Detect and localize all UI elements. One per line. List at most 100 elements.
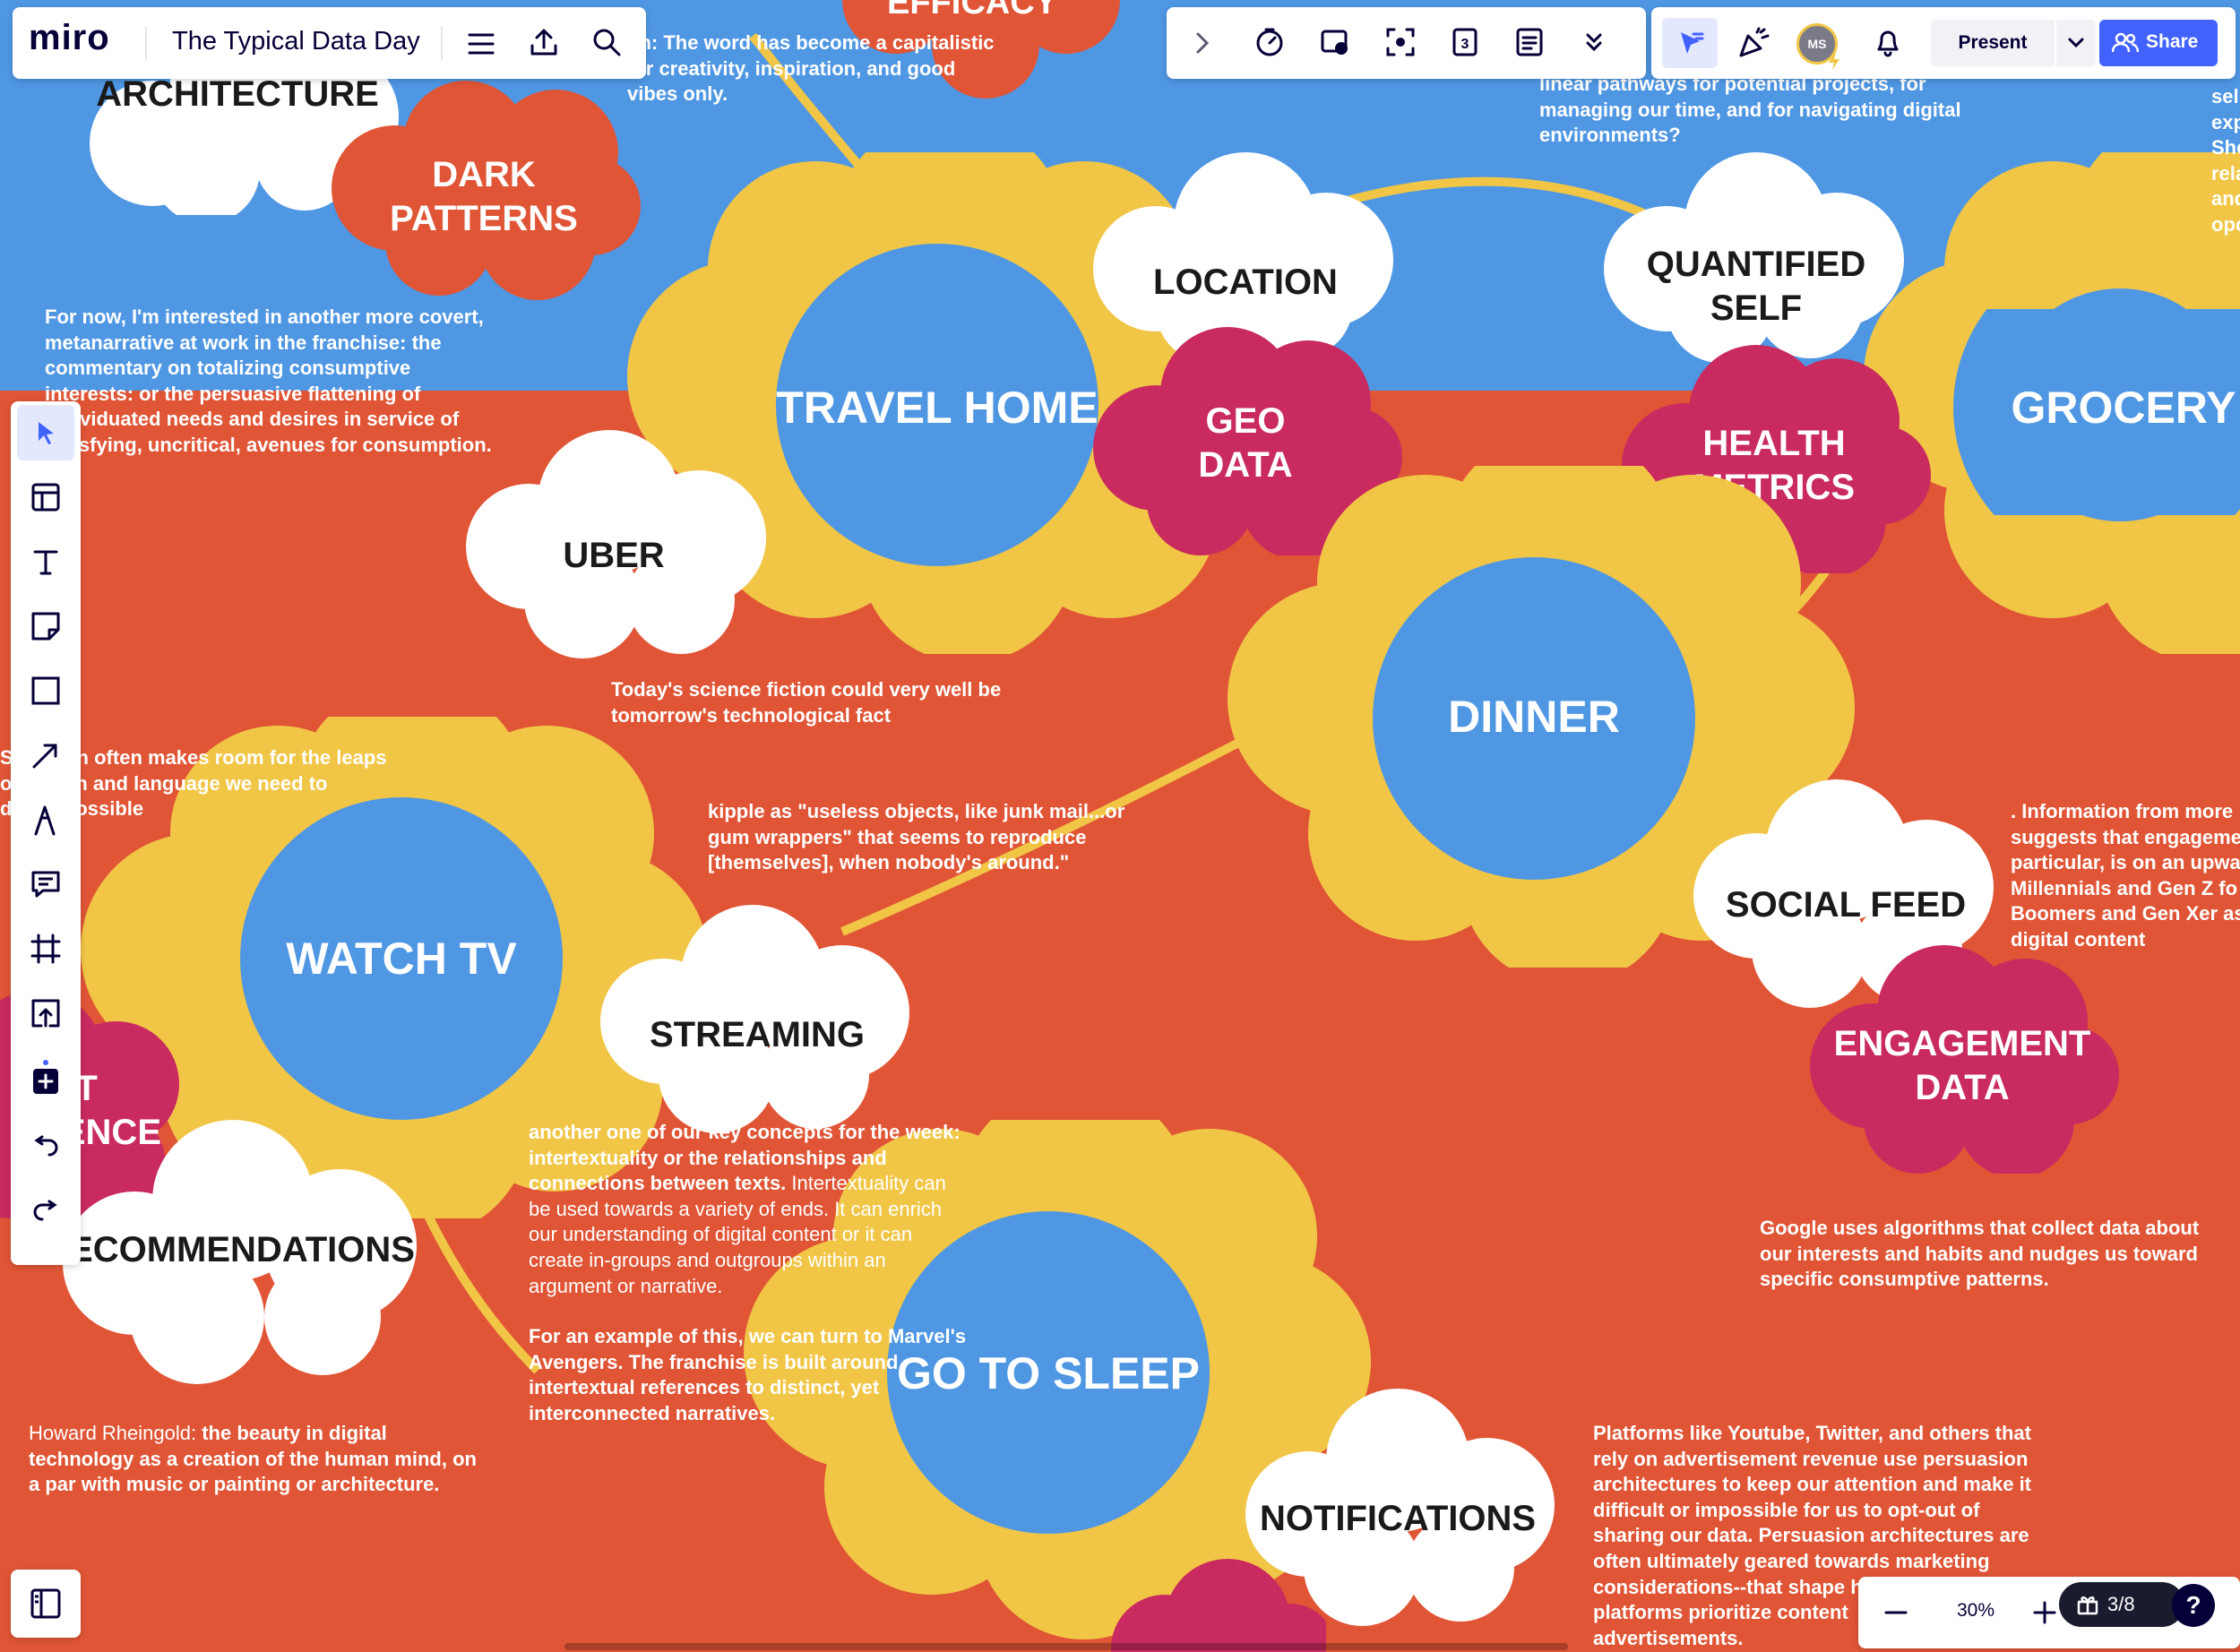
upload-file-icon[interactable] <box>17 985 74 1041</box>
connector-line <box>1342 176 1669 228</box>
note-capitalistic[interactable]: on: The word has become a capitalistic f… <box>627 31 995 106</box>
note-linear-pathways[interactable]: linear pathways for potential projects, … <box>1539 73 1961 147</box>
cloud-white[interactable] <box>457 421 780 672</box>
sidebar-panel-icon <box>30 1588 61 1619</box>
flower-yellow[interactable] <box>609 152 1272 654</box>
shape-rectangle-icon[interactable] <box>17 663 74 718</box>
redo-icon[interactable] <box>17 1183 74 1238</box>
board-panel-toggle[interactable] <box>11 1570 81 1638</box>
cloud-orange[interactable] <box>833 0 1129 99</box>
cloud-label-engagement-data: ENGAGEMENT DATA <box>1833 1024 2091 1107</box>
cloud-label-uber: UBER <box>563 535 665 575</box>
more-apps-icon[interactable] <box>17 1050 74 1106</box>
cloud-magenta[interactable] <box>1801 941 2124 1174</box>
present-button[interactable]: Present <box>1931 20 2055 66</box>
board-header-panel: miro The Typical Data Day <box>13 7 646 79</box>
select-cursor-icon[interactable] <box>17 405 74 460</box>
cloud-label-quantified-self: QUANTIFIED SELF <box>1646 245 1866 328</box>
frames-counter-button[interactable]: 3/8 <box>2059 1582 2184 1627</box>
focus-frame-icon[interactable] <box>1380 22 1421 63</box>
horizontal-scrollbar[interactable] <box>564 1643 1568 1650</box>
cloud-white[interactable] <box>1236 1380 1559 1639</box>
connector-line <box>840 735 1248 936</box>
connector-line <box>417 1198 541 1374</box>
board-title[interactable]: The Typical Data Day <box>172 27 420 56</box>
share-button[interactable]: Share <box>2099 20 2218 66</box>
cloud-white[interactable] <box>54 1111 430 1389</box>
note-platforms[interactable]: Platforms like Youtube, Twitter, and oth… <box>1593 1422 2032 1649</box>
cloud-white[interactable] <box>1084 152 1407 376</box>
present-options-chevron-icon[interactable] <box>2056 20 2096 66</box>
cloud-label-notifications: NOTIFICATIONS <box>1259 1498 1537 1538</box>
chevron-right-icon[interactable] <box>1185 23 1220 63</box>
upload-icon[interactable] <box>523 22 564 63</box>
templates-icon[interactable] <box>17 469 74 525</box>
note-metanarrative[interactable]: For now, I'm interested in another more … <box>45 305 492 456</box>
search-icon[interactable] <box>586 22 627 63</box>
lightning-badge-icon <box>1829 52 1839 70</box>
flower-center-blue <box>1953 309 2240 515</box>
svg-text:3: 3 <box>1461 37 1469 52</box>
frames-counter: 3/8 <box>2107 1593 2135 1615</box>
note-kipple[interactable]: kipple as "useless objects, like junk ma… <box>708 800 1125 874</box>
countdown-icon[interactable]: 3 <box>1444 22 1486 63</box>
celebrate-icon[interactable] <box>1730 20 1777 66</box>
note-rheingold[interactable]: Howard Rheingold: the beauty in digital … <box>29 1421 495 1498</box>
zoom-out-icon[interactable] <box>1876 1593 1916 1632</box>
reactions-cursor-icon[interactable] <box>1662 18 1718 68</box>
divider <box>145 27 147 61</box>
cloud-orange[interactable] <box>323 81 645 305</box>
cloud-white[interactable] <box>1595 152 1917 376</box>
flower-label-watch-tv: WATCH TV <box>286 933 517 984</box>
cloud-label-social-feed: SOCIAL FEED <box>1725 884 1967 925</box>
note-rheingold-bold: the beauty in digital technology as a cr… <box>29 1422 477 1496</box>
note-google[interactable]: Google uses algorithms that collect data… <box>1760 1217 2200 1291</box>
flower-label-grocery-overlay: GROCERY <box>2011 382 2236 433</box>
video-chat-icon[interactable] <box>1314 22 1356 63</box>
top-right-toolbar: MS Present Share <box>1651 7 2236 79</box>
cloud-label-geo-data: GEO DATA <box>1198 401 1293 485</box>
pen-icon[interactable] <box>17 792 74 848</box>
flower-label-travel-home: TRAVEL HOME <box>776 382 1098 433</box>
cloud-magenta[interactable] <box>1093 1550 1326 1652</box>
note-information-from-more[interactable]: . Information from more suggests that en… <box>2011 800 2240 951</box>
help-icon[interactable]: ? <box>2172 1584 2215 1627</box>
bell-icon[interactable] <box>1865 20 1911 66</box>
comment-icon[interactable] <box>17 856 74 912</box>
connection-line-icon[interactable] <box>17 727 74 783</box>
undo-icon[interactable] <box>17 1118 74 1174</box>
timer-icon[interactable] <box>1249 22 1290 63</box>
flower-yellow[interactable] <box>72 717 717 1218</box>
note-intertextuality[interactable]: another one of our key concepts for the … <box>529 1120 995 1299</box>
frame-icon[interactable] <box>17 921 74 977</box>
collaboration-toolbar: 3 <box>1167 7 1646 79</box>
note-avengers[interactable]: For an example of this, we can turn to M… <box>529 1325 967 1424</box>
cloud-magenta[interactable] <box>1084 323 1407 555</box>
avatar[interactable]: MS <box>1796 23 1838 65</box>
note-partial-right[interactable]: sel exp She rela and opo <box>2211 85 2240 236</box>
text-tool-icon[interactable] <box>17 534 74 589</box>
note-intertextuality-light: Intertextuality can be used towards a va… <box>529 1172 946 1297</box>
flower-yellow[interactable] <box>1219 466 1864 968</box>
note-science-fiction[interactable]: Today's science fiction could very well … <box>611 678 1002 727</box>
sticky-note-icon[interactable] <box>17 598 74 654</box>
cloud-label-dark-patterns: DARK PATTERNS <box>390 155 578 238</box>
chevron-double-down-icon[interactable] <box>1573 22 1615 63</box>
users-icon <box>2112 32 2139 53</box>
gift-icon <box>2077 1596 2098 1615</box>
cloud-label-location: LOCATION <box>1153 262 1338 302</box>
flower-yellow[interactable] <box>735 1120 1380 1652</box>
zoom-level[interactable]: 30% <box>1956 1600 1995 1621</box>
flower-label-dinner: DINNER <box>1448 691 1620 742</box>
menu-icon[interactable] <box>461 23 502 65</box>
cloud-white[interactable] <box>591 896 923 1147</box>
cloud-label-architecture: ARCHITECTURE <box>96 73 379 114</box>
cloud-label-efficacy: EFFICACY <box>887 0 1057 22</box>
miro-logo[interactable]: miro <box>29 18 110 57</box>
zoom-in-icon[interactable] <box>2025 1593 2064 1632</box>
divider <box>441 27 443 61</box>
notes-icon[interactable] <box>1509 22 1550 63</box>
flower-label-go-to-sleep: GO TO SLEEP <box>896 1347 1201 1398</box>
creation-toolbar <box>11 401 81 1265</box>
